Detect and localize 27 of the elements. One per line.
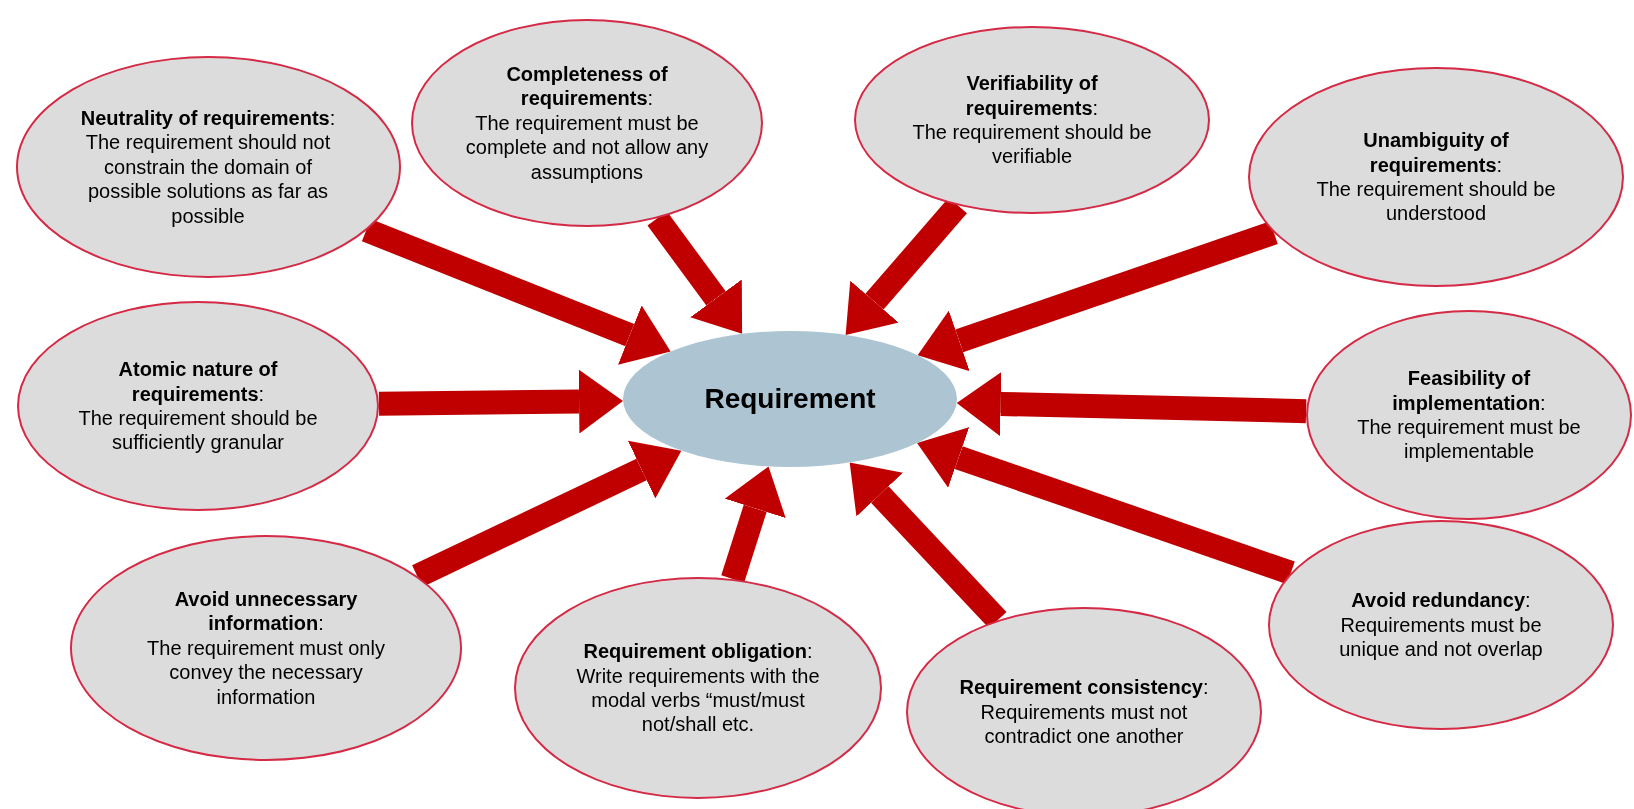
block-arrow bbox=[378, 369, 624, 434]
criterion-description: The requirement should be sufficiently granular bbox=[77, 406, 319, 455]
criterion-heading: Atomic nature of requirements: bbox=[117, 357, 279, 406]
criterion-heading: Neutrality of requirements: bbox=[80, 106, 336, 131]
criterion-description: Requirements must be unique and not overlap bbox=[1338, 612, 1544, 662]
criterion-heading: Requirement obligation: bbox=[583, 639, 813, 664]
criterion-description: Requirements must not contradict one another bbox=[979, 699, 1189, 749]
criterion-description: The requirement must be complete and not allow any assumptions bbox=[464, 110, 710, 184]
criterion-heading: Avoid redundancy: bbox=[1351, 588, 1531, 613]
criterion-heading: Verifiability of requirements: bbox=[964, 71, 1100, 120]
criterion-heading: Avoid unnecessary information: bbox=[173, 587, 359, 636]
criterion-description: The requirement should be understood bbox=[1315, 177, 1557, 226]
criterion-description: The requirement must be implementable bbox=[1356, 415, 1582, 464]
criterion-description: Write requirements with the modal verbs “must/must not/shall etc. bbox=[575, 663, 821, 737]
criterion-description: The requirement should be verifiable bbox=[911, 120, 1153, 169]
criterion-description: The requirement should not constrain the domain of possible solutions as far as possible bbox=[84, 130, 332, 228]
block-arrow bbox=[917, 427, 1295, 585]
block-arrow bbox=[917, 221, 1278, 372]
block-arrow bbox=[956, 371, 1307, 436]
criterion-heading: Feasibility of implementation: bbox=[1391, 366, 1547, 415]
criterion-heading: Requirement consistency: bbox=[959, 675, 1209, 700]
criterion-heading: Completeness of requirements: bbox=[505, 62, 669, 111]
block-arrow bbox=[412, 440, 682, 587]
block-arrow bbox=[361, 219, 671, 365]
node-title: Requirement bbox=[704, 383, 876, 415]
criterion-description: The requirement must only convey the necessary information bbox=[146, 635, 386, 709]
criterion-heading: Unambiguity of requirements: bbox=[1362, 128, 1510, 177]
